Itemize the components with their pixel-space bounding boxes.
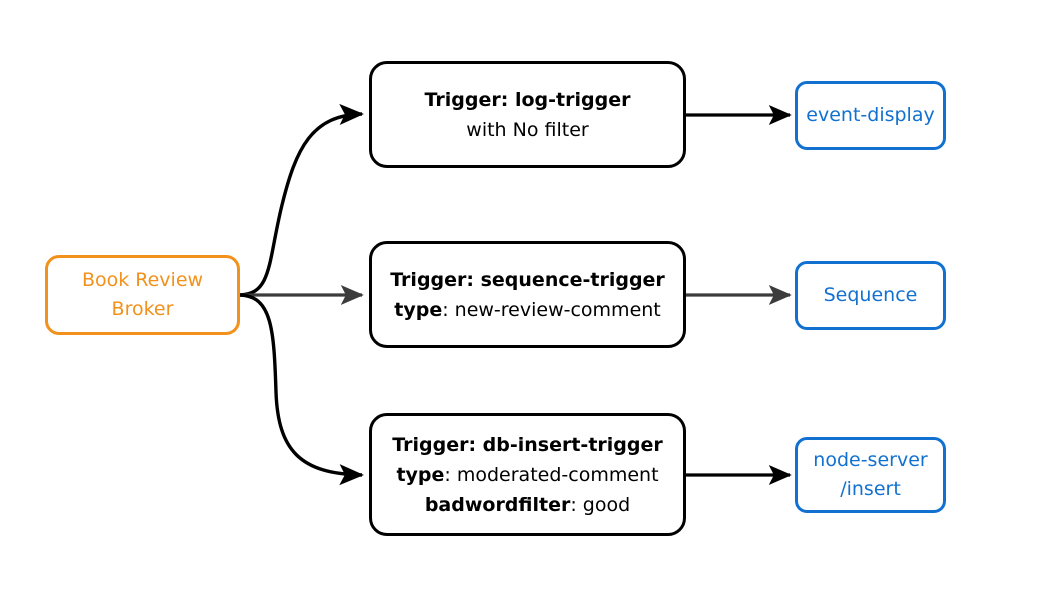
node-target-event-display[interactable]: event-display bbox=[795, 81, 946, 150]
trigger-log-line-1: Trigger: log-trigger bbox=[425, 85, 631, 115]
trigger-sequence-line-2: type: new-review-comment bbox=[394, 295, 661, 325]
trigger-db-line-2: type: moderated-comment bbox=[396, 460, 658, 490]
trigger-db-line-2-strong: type bbox=[396, 463, 445, 486]
trigger-db-line-3-strong: badwordfilter bbox=[424, 493, 571, 516]
target-node-server-label-line-2: /insert bbox=[840, 478, 901, 500]
trigger-sequence-line-2-normal: : new-review-comment bbox=[442, 298, 661, 321]
trigger-log-line-1-strong: Trigger: log-trigger bbox=[424, 88, 631, 111]
node-trigger-sequence-trigger[interactable]: Trigger: sequence-trigger type: new-revi… bbox=[369, 241, 686, 348]
trigger-db-line-2-normal: : moderated-comment bbox=[444, 463, 659, 486]
trigger-sequence-line-1: Trigger: sequence-trigger bbox=[390, 265, 665, 295]
node-trigger-log-trigger[interactable]: Trigger: log-trigger with No filter bbox=[369, 61, 686, 168]
trigger-log-line-2-normal: with No filter bbox=[466, 118, 589, 141]
node-trigger-db-insert-trigger[interactable]: Trigger: db-insert-trigger type: moderat… bbox=[369, 413, 686, 536]
trigger-db-line-1: Trigger: db-insert-trigger bbox=[392, 430, 663, 460]
node-book-review-broker[interactable]: Book Review Broker bbox=[45, 255, 240, 335]
trigger-sequence-line-2-strong: type bbox=[394, 298, 443, 321]
target-sequence-label: Sequence bbox=[823, 284, 918, 306]
trigger-log-line-2: with No filter bbox=[466, 115, 588, 145]
trigger-db-line-3: badwordfilter: good bbox=[425, 490, 630, 520]
edge-broker-to-log-trigger bbox=[239, 103, 364, 297]
trigger-db-line-1-strong: Trigger: db-insert-trigger bbox=[392, 433, 663, 456]
node-target-sequence[interactable]: Sequence bbox=[795, 261, 946, 330]
target-event-display-label: event-display bbox=[806, 104, 935, 126]
broker-label-line-2: Broker bbox=[111, 298, 174, 320]
edge-broker-to-db-insert-trigger bbox=[239, 293, 364, 486]
trigger-sequence-line-1-strong: Trigger: sequence-trigger bbox=[390, 268, 665, 291]
broker-label-line-1: Book Review bbox=[81, 269, 204, 291]
node-target-node-server-insert[interactable]: node-server /insert bbox=[795, 437, 946, 513]
target-node-server-label-line-1: node-server bbox=[813, 449, 928, 471]
trigger-db-line-3-normal: : good bbox=[570, 493, 631, 516]
